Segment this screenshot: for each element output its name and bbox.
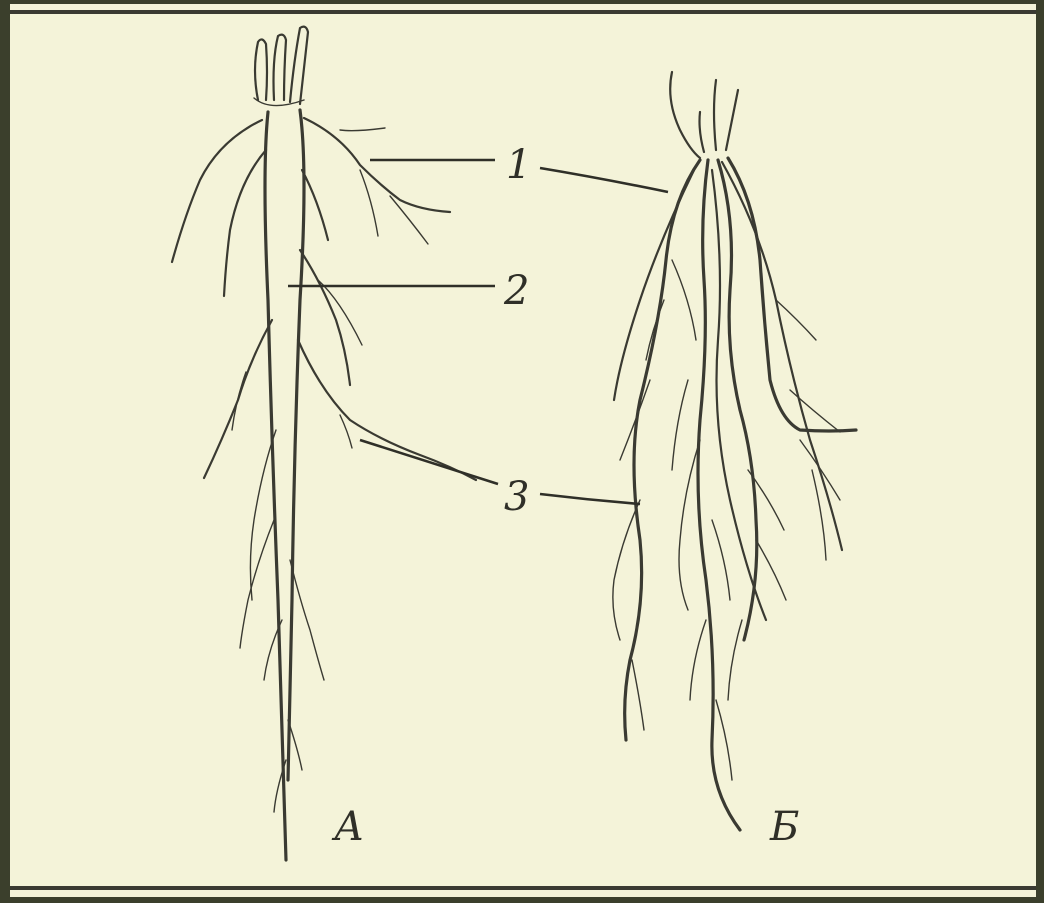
label-figure-a: А: [331, 804, 364, 850]
shoot-stub: [255, 39, 267, 100]
rootlet: [712, 520, 730, 600]
shoot-stub: [726, 90, 738, 150]
rootlet: [756, 540, 786, 600]
lateral-root: [172, 120, 262, 262]
rootlet: [632, 660, 644, 730]
label-2: 2: [503, 268, 529, 314]
lateral-root: [300, 250, 350, 385]
rootlet: [790, 390, 840, 432]
lateral-root: [302, 170, 328, 240]
lateral-root: [240, 520, 274, 648]
adventitious-root: [718, 160, 757, 640]
rootlet: [690, 620, 706, 700]
rootlet: [672, 260, 696, 340]
rootlet: [716, 700, 732, 780]
adventitious-root: [625, 160, 700, 740]
shoot-stub: [274, 35, 287, 100]
leader-line-3b: [540, 494, 640, 504]
shoot-stub: [290, 27, 308, 104]
leader-line-3a: [360, 440, 498, 484]
adventitious-root: [728, 158, 856, 431]
rootlet: [672, 380, 688, 470]
lateral-root: [298, 340, 476, 480]
taproot-system-figure: [172, 27, 476, 860]
fibrous-root-system-figure: [613, 72, 856, 830]
label-figure-b: Б: [769, 804, 799, 850]
lateral-root: [224, 150, 266, 296]
rootlet: [728, 620, 742, 700]
lateral-root: [290, 560, 324, 680]
shoot-stub: [700, 112, 705, 152]
main-root: [288, 110, 304, 780]
shoot-stub: [670, 72, 700, 158]
label-3: 3: [504, 474, 529, 520]
adventitious-root: [722, 162, 842, 550]
lateral-root: [340, 128, 385, 131]
lateral-root: [304, 118, 450, 212]
root-collar: [254, 98, 304, 106]
label-1: 1: [506, 142, 531, 188]
main-root: [265, 112, 286, 860]
leader-line-1b: [540, 168, 668, 192]
shoot-stub: [714, 80, 716, 150]
rootlet: [776, 300, 816, 340]
